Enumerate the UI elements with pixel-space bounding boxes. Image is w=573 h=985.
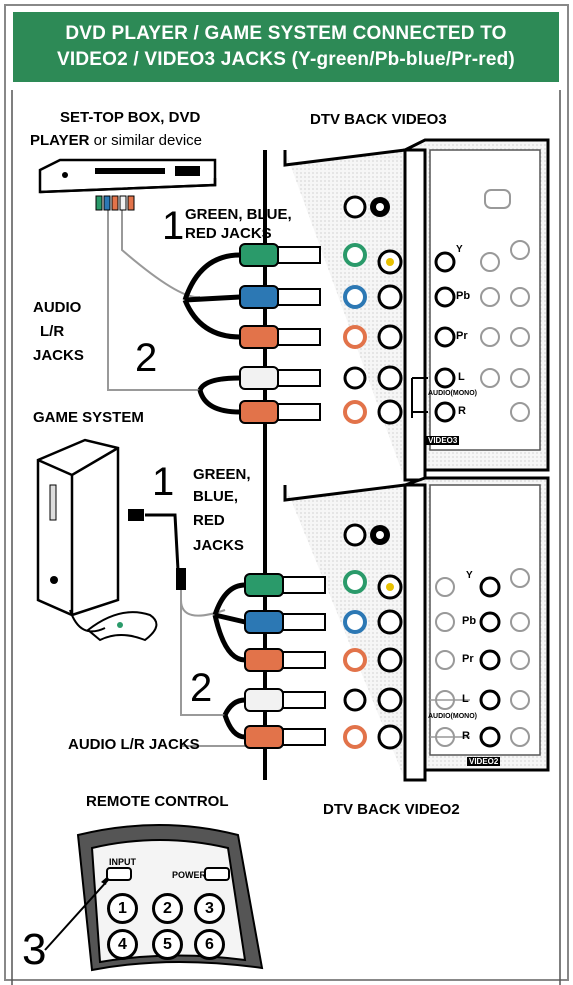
remote-button-5: 5 — [152, 929, 183, 960]
top-step1-label-line-2: RED JACKS — [185, 225, 272, 242]
mid-panel-r: R — [462, 730, 470, 742]
source-label-line-1: SET-TOP BOX, DVD — [60, 109, 201, 126]
source-label-line-2: PLAYER or similar device — [30, 131, 202, 151]
top-plugs — [239, 243, 321, 424]
game-console-illustration — [36, 438, 158, 642]
middle-step1-label-line-4: JACKS — [193, 537, 244, 554]
middle-cables — [128, 509, 246, 747]
middle-step1-label-line-1: GREEN, — [193, 466, 251, 483]
top-panel-y: Y — [456, 244, 463, 255]
top-panel-r: R — [458, 405, 466, 417]
source-label-bold: PLAYER — [30, 132, 90, 149]
top-panel-l: L — [458, 371, 465, 383]
top-audio-label-line-2: L/R — [40, 323, 65, 340]
top-step-2: 2 — [135, 336, 158, 380]
mid-panel-pb: Pb — [462, 615, 477, 627]
dvd-player-illustration — [38, 158, 217, 211]
middle-jack-column — [343, 523, 403, 750]
remote-input-label: INPUT — [109, 857, 136, 867]
top-jack-column — [343, 195, 403, 425]
top-panel-jacks — [411, 189, 530, 423]
top-cables — [107, 210, 241, 415]
game-system-label: GAME SYSTEM — [33, 409, 144, 426]
remote-power-label: POWER — [172, 870, 207, 880]
top-audio-label-line-1: AUDIO — [33, 299, 82, 316]
middle-audio-label: AUDIO L/R JACKS — [68, 736, 200, 753]
remote-button-1: 1 — [107, 893, 138, 924]
top-audio-label-line-3: JACKS — [33, 347, 84, 364]
tv-label-video2: DTV BACK VIDEO2 — [323, 801, 460, 818]
remote-step-3: 3 — [22, 925, 47, 974]
mid-panel-y: Y — [466, 570, 473, 581]
mid-panel-video2: VIDEO2 — [467, 757, 501, 766]
mid-panel-pr: Pr — [462, 653, 474, 665]
top-panel-pb: Pb — [456, 290, 471, 302]
header-line-2: VIDEO2 / VIDEO3 JACKS (Y-green/Pb-blue/P… — [57, 49, 515, 70]
top-panel-video3: VIDEO3 — [426, 436, 460, 445]
remote-button-4: 4 — [107, 929, 138, 960]
remote-button-2: 2 — [152, 893, 183, 924]
middle-step-2: 2 — [190, 666, 213, 710]
top-step1-label-line-1: GREEN, BLUE, — [185, 206, 292, 223]
middle-step1-label-line-2: BLUE, — [193, 488, 238, 505]
tv-label-video3: DTV BACK VIDEO3 — [310, 111, 447, 128]
middle-step1-label-line-3: RED — [193, 512, 225, 529]
remote-button-6: 6 — [194, 929, 225, 960]
source-label-rest: or similar device — [89, 132, 202, 149]
remote-control-title: REMOTE CONTROL — [86, 793, 229, 810]
mid-panel-l: L — [462, 693, 469, 705]
middle-panel-jacks — [430, 568, 530, 748]
header-banner: DVD PLAYER / GAME SYSTEM CONNECTED TO VI… — [13, 12, 559, 82]
middle-plugs — [244, 573, 326, 749]
remote-button-3: 3 — [194, 893, 225, 924]
top-panel-audio-mono: AUDIO(MONO) — [428, 390, 477, 397]
header-line-1: DVD PLAYER / GAME SYSTEM CONNECTED TO — [65, 23, 507, 44]
top-step-1: 1 — [162, 204, 185, 248]
top-panel-pr: Pr — [456, 330, 468, 342]
middle-step-1: 1 — [152, 460, 175, 504]
mid-panel-audio-mono: AUDIO(MONO) — [428, 713, 477, 720]
